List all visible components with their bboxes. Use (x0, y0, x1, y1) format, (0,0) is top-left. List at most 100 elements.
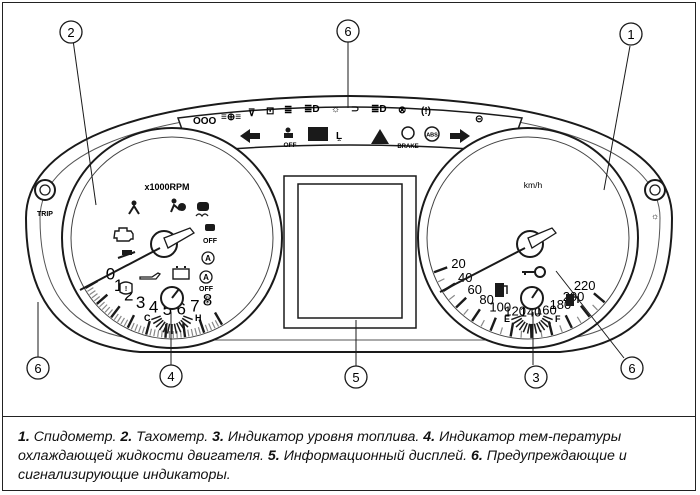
passenger-airbag-off-icon: OFF (284, 127, 297, 149)
temp-tick (176, 322, 182, 333)
speed-number: 120 (504, 304, 526, 319)
immobilizer-key-icon (522, 266, 546, 278)
tach-number: 3 (136, 293, 145, 312)
door-ajar-icon: ⊡ (266, 106, 274, 117)
dimmer-icon: ☼ (651, 211, 659, 221)
steering-icon: Ḽ (336, 131, 342, 142)
fuel-tick (543, 315, 553, 321)
callout-6-left: 6 (26, 356, 50, 380)
tach-tick (107, 309, 113, 316)
fuel-tick (522, 322, 528, 333)
temp-tick (173, 323, 178, 334)
brake-warning-icon: BRAKE (397, 126, 419, 150)
tach-tick (113, 313, 119, 321)
turn-right-icon (450, 129, 470, 143)
service-reminder-icon: ⊝ (475, 114, 483, 125)
tach-unit-label: x1000RPM (144, 182, 189, 192)
svg-text:2: 2 (67, 25, 74, 40)
fuel-full-label: F (555, 314, 561, 324)
tach-tick (144, 320, 151, 335)
speed-number: 220 (574, 278, 596, 293)
tach-tick (197, 326, 201, 335)
seatbelt-warning-icon (128, 200, 140, 215)
speed-tick (592, 304, 598, 311)
fuel-tick (536, 322, 542, 333)
caption-num-6: 6. (471, 448, 483, 464)
tach-number: 2 (124, 285, 133, 304)
svg-text:4: 4 (167, 369, 174, 384)
speed-number: 180 (550, 297, 572, 312)
high-beam-icon: ≣D (304, 104, 320, 115)
caption-text-4: Индикатор тем-пературы охлаждающей жидко… (18, 429, 622, 464)
battery-icon (172, 266, 190, 280)
rear-fog-icon: ≣ (284, 105, 292, 116)
speed-needle (527, 227, 557, 249)
trip-knob[interactable]: TRIP (34, 179, 56, 218)
caption-text-1: Спидометр. (29, 429, 121, 445)
svg-text:6: 6 (344, 24, 351, 39)
speed-unit-label: km/h (524, 180, 543, 190)
temp-tick (151, 315, 161, 321)
washer-fluid-icon: ⊽ (248, 108, 255, 119)
svg-text:A: A (205, 254, 211, 263)
fuel-door-icon (566, 294, 579, 306)
svg-text:A: A (203, 273, 209, 282)
caption-text-2: Тахометр. (132, 429, 213, 445)
temp-tick (183, 315, 193, 321)
caption-num-5: 5. (267, 448, 280, 464)
tach-tick (91, 293, 98, 299)
speed-tick (499, 327, 503, 335)
hill-descent-icon (117, 250, 136, 259)
temp-tick (178, 321, 186, 331)
parking-lamp-icon: ≡⊕≡ (221, 112, 241, 123)
temp-tick (180, 319, 189, 328)
front-fog-icon: ≣D (371, 104, 387, 115)
tach-tick (208, 323, 213, 331)
speed-tick (489, 317, 497, 332)
tach-tick (101, 304, 108, 311)
trip-label: TRIP (37, 211, 53, 218)
tach-tick (117, 315, 122, 323)
callout-6-right: 6 (620, 356, 644, 380)
speed-tick (437, 278, 445, 283)
coolant-temperature-gauge: C H 🌡 (144, 286, 212, 334)
svg-text:6: 6 (628, 361, 635, 376)
callout-1: 1 (619, 22, 643, 46)
tach-tick (213, 311, 224, 326)
tach-tick (157, 329, 160, 338)
speed-tick (576, 316, 582, 324)
tach-number: 4 (149, 298, 158, 317)
tach-tick (153, 329, 156, 337)
callout-2: 2 (59, 20, 83, 44)
tach-tick (214, 320, 220, 327)
tach-tick (149, 328, 153, 336)
tach-tick (104, 306, 111, 313)
caption-num-3: 3. (212, 429, 224, 445)
callouts: 1 2 3 4 5 6 6 6 (26, 19, 644, 389)
speed-tick (455, 296, 467, 309)
tach-tick (93, 296, 101, 302)
fuel-tick (518, 321, 526, 331)
svg-text:5: 5 (352, 370, 359, 385)
caption-text-3: Индикатор уровня топлива. (223, 429, 424, 445)
tach-tick (160, 330, 163, 338)
tach-tick (141, 326, 145, 334)
tach-number: 1 (114, 276, 123, 295)
caption-text-6: Предупреждающие и сигнализирующие индика… (18, 448, 627, 483)
speed-tick (580, 305, 591, 318)
callout-6-top: 6 (336, 19, 360, 43)
temp-tick (162, 322, 168, 333)
auto-stop-icon: A (201, 251, 215, 265)
traction-off-icon: OFF (203, 224, 218, 245)
airbag-warning-icon (170, 198, 186, 213)
temp-tick (158, 321, 166, 331)
tach-tick (89, 290, 96, 296)
speed-tick (559, 325, 563, 333)
tach-tick (198, 319, 206, 334)
svg-text:OFF: OFF (203, 238, 218, 245)
fuel-tick (538, 321, 546, 331)
tach-needle (163, 227, 195, 249)
dimmer-knob[interactable]: ☼ (644, 179, 666, 221)
tach-tick (96, 293, 109, 305)
